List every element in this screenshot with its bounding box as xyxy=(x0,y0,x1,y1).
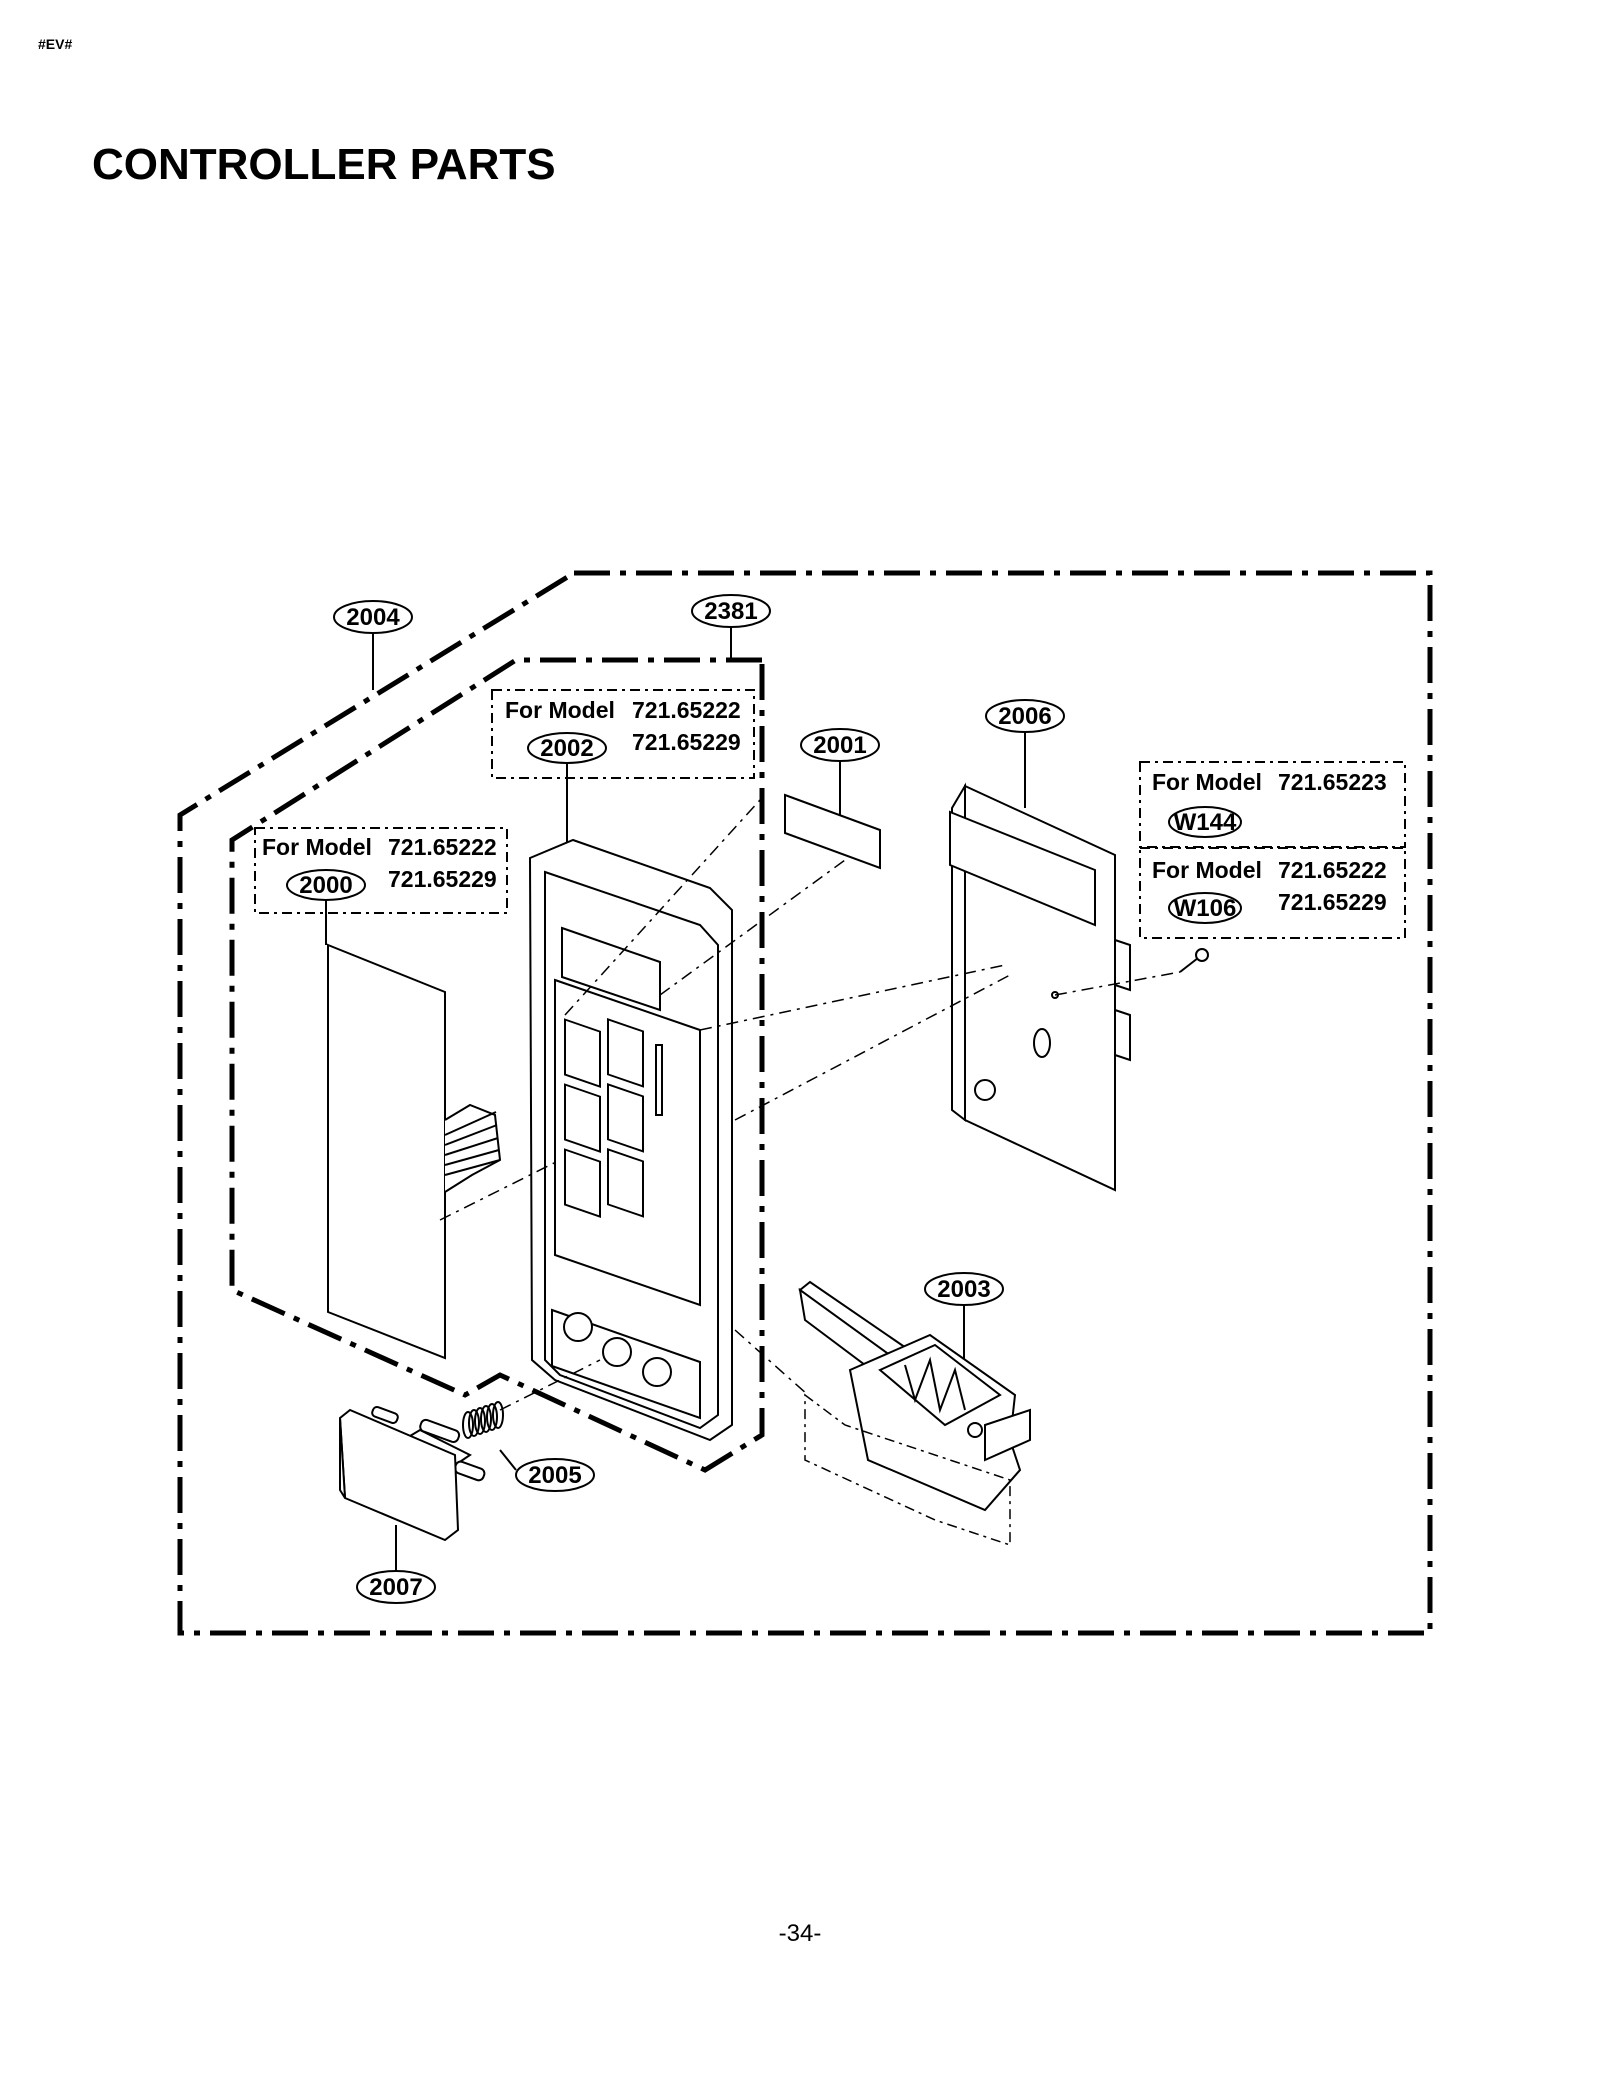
callout-w106: W106 xyxy=(1174,895,1237,922)
note-2000-model-a: 721.65222 xyxy=(388,834,497,860)
model-note-box-2002 xyxy=(491,689,755,779)
callout-2002: 2002 xyxy=(540,735,593,762)
note-2002-prefix: For Model xyxy=(505,697,615,723)
page-number: -34- xyxy=(778,1920,822,1947)
note-2002-model-b: 721.65229 xyxy=(632,729,741,755)
header-tag: #EV# xyxy=(38,36,73,52)
callout-2004: 2004 xyxy=(346,604,400,631)
callout-2003: 2003 xyxy=(937,1276,990,1303)
callout-2005: 2005 xyxy=(528,1462,581,1489)
note-2000-model-b: 721.65229 xyxy=(388,866,497,892)
note-2002-model-a: 721.65222 xyxy=(632,697,741,723)
note-2000-prefix: For Model xyxy=(262,834,372,860)
part-membrane-switch-2000 xyxy=(327,943,502,1360)
callout-oval-w144 xyxy=(1168,806,1242,838)
callout-oval-w106 xyxy=(1168,892,1242,924)
part-control-panel-2002 xyxy=(528,838,733,1442)
callout-group-2381: 2381 xyxy=(691,594,771,660)
callout-2007: 2007 xyxy=(369,1574,422,1601)
note-w106-model-a: 721.65222 xyxy=(1278,857,1387,883)
callout-group-2001: 2001 xyxy=(800,728,880,818)
callout-w144: W144 xyxy=(1174,809,1237,836)
callout-2001: 2001 xyxy=(813,732,866,759)
page-title: CONTROLLER PARTS xyxy=(92,140,556,189)
latch-install-ghost xyxy=(804,1393,1011,1547)
callout-2006: 2006 xyxy=(998,703,1051,730)
model-note-box-2000 xyxy=(254,827,508,914)
part-button-2007 xyxy=(338,1405,486,1542)
inner-assembly-boundary xyxy=(229,657,765,1473)
note-w144-prefix: For Model xyxy=(1152,769,1262,795)
part-screw-w106 xyxy=(1179,948,1209,973)
model-note-box-w144 xyxy=(1139,761,1406,848)
note-w144-model-a: 721.65223 xyxy=(1278,769,1387,795)
note-w106-model-b: 721.65229 xyxy=(1278,889,1387,915)
callout-2381: 2381 xyxy=(704,598,757,625)
part-pcb-2006 xyxy=(949,782,1131,1192)
callout-group-2007: 2007 xyxy=(356,1525,436,1604)
callout-group-2006: 2006 xyxy=(985,699,1065,808)
callout-2000: 2000 xyxy=(299,872,352,899)
part-spring-2005 xyxy=(462,1401,504,1439)
alignment-lines xyxy=(439,799,1181,1411)
part-window-2001 xyxy=(784,793,881,870)
callout-group-2005: 2005 xyxy=(499,1449,595,1492)
part-latch-2003 xyxy=(798,1280,1031,1512)
callout-group-2003: 2003 xyxy=(924,1272,1004,1372)
callout-group-2004: 2004 xyxy=(333,600,413,690)
note-w106-prefix: For Model xyxy=(1152,857,1262,883)
outer-assembly-boundary xyxy=(177,570,1433,1636)
model-note-box-w106 xyxy=(1139,847,1406,939)
